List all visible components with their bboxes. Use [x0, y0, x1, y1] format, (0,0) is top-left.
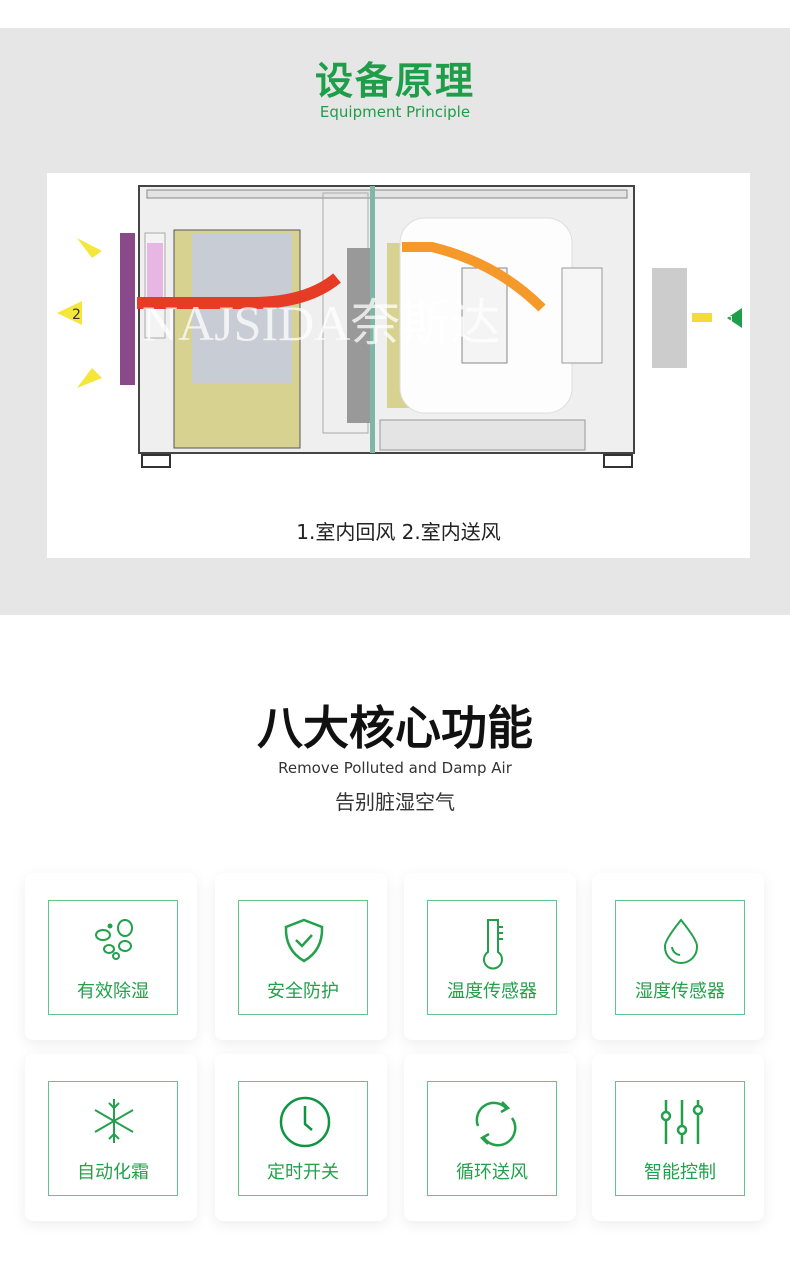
equipment-diagram: 2 1 NAJSIDA奈斯达 1.室内回风 2.室内送风 — [47, 173, 750, 558]
feature-label: 循环送风 — [456, 1162, 528, 1183]
feature-card: 安全防护 — [215, 873, 387, 1040]
water-drops-icon — [95, 919, 133, 960]
feature-card: 循环送风 — [404, 1054, 576, 1221]
functions-title: 八大核心功能 — [257, 701, 533, 755]
feature-card: 有效除湿 — [25, 873, 197, 1040]
feature-card: 定时开关 — [215, 1054, 387, 1221]
clock-icon — [279, 1096, 331, 1148]
feature-card: 智能控制 — [592, 1054, 764, 1221]
feature-label: 自动化霜 — [77, 1162, 149, 1183]
feature-card: 温度传感器 — [404, 873, 576, 1040]
feature-label: 湿度传感器 — [635, 981, 725, 1002]
functions-subtitle-en: Remove Polluted and Damp Air — [278, 759, 512, 777]
watermark: NAJSIDA奈斯达 — [142, 295, 500, 351]
cycle-arrows-icon — [475, 1101, 517, 1147]
feature-card: 自动化霜 — [25, 1054, 197, 1221]
snowflake-icon — [94, 1099, 134, 1143]
shield-check-icon — [284, 918, 324, 963]
marker-out: 2 — [72, 307, 81, 323]
feature-label: 安全防护 — [267, 981, 339, 1002]
principle-subtitle: Equipment Principle — [319, 103, 471, 121]
feature-label: 智能控制 — [644, 1162, 716, 1183]
marker-in: 1 — [728, 315, 734, 326]
droplet-icon — [663, 918, 699, 964]
feature-label: 温度传感器 — [447, 981, 537, 1002]
feature-card: 湿度传感器 — [592, 873, 764, 1040]
sliders-icon — [660, 1100, 704, 1144]
feature-label: 有效除湿 — [77, 981, 149, 1002]
diagram-caption: 1.室内回风 2.室内送风 — [296, 520, 501, 544]
principle-title: 设备原理 — [314, 59, 475, 103]
thermometer-icon — [483, 919, 503, 970]
functions-subtitle-cn: 告别脏湿空气 — [335, 790, 455, 814]
feature-label: 定时开关 — [267, 1162, 339, 1183]
